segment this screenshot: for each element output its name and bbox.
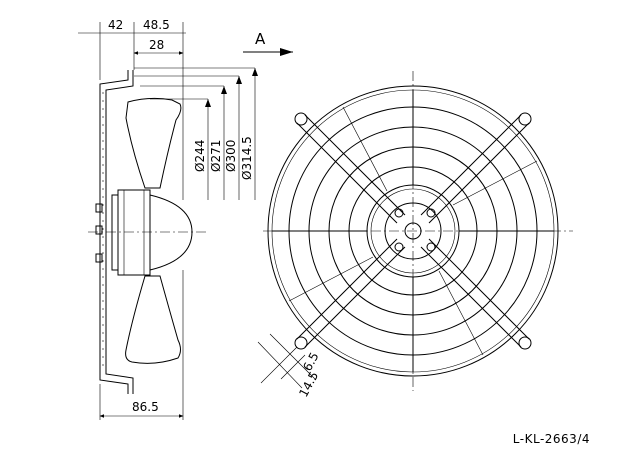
outer-ring: [267, 85, 559, 377]
dim-86-5-text: 86.5: [132, 400, 159, 414]
hub-bolt-2: [426, 208, 436, 218]
dim-48-5-text: 48.5: [143, 18, 170, 32]
bolt-middle: [95, 225, 103, 235]
radial-wires: [272, 90, 554, 372]
bolt-upper: [95, 203, 103, 213]
dim-dia-271-text: Ø271: [209, 140, 223, 172]
dim-42-text: 42: [108, 18, 123, 32]
upper-blade: [125, 97, 182, 189]
lower-blade: [125, 275, 181, 364]
frame-profile: [99, 70, 129, 394]
dim-14-5-text: 14.5: [296, 369, 321, 399]
hub-bolt-1: [394, 208, 404, 218]
motor-housing: [117, 189, 151, 276]
motor-plate: [111, 194, 119, 271]
dim-dia-244-text: Ø244: [193, 140, 207, 172]
dim-28-text: 28: [149, 38, 164, 52]
fixing-detail: [260, 346, 306, 384]
dim-dia-314-5-text: Ø314.5: [240, 136, 254, 180]
hub-center: [404, 222, 422, 240]
dim-6-5-text: 6.5: [300, 350, 321, 373]
motor-rotor: [149, 194, 193, 271]
dim-dia-300-text: Ø300: [224, 140, 238, 172]
bolt-lower: [95, 253, 103, 263]
drawing-number: L-KL-2663/4: [512, 432, 590, 446]
hub-outer: [384, 202, 442, 260]
mounting-struts: [294, 112, 532, 350]
side-view: 42 48.5 28 A Ø244 Ø271 Ø300 Ø314.5: [78, 18, 293, 420]
front-view: [260, 71, 573, 391]
hub-bolt-4: [394, 242, 404, 252]
view-label-a: A: [255, 30, 266, 48]
hub-bolt-3: [426, 242, 436, 252]
